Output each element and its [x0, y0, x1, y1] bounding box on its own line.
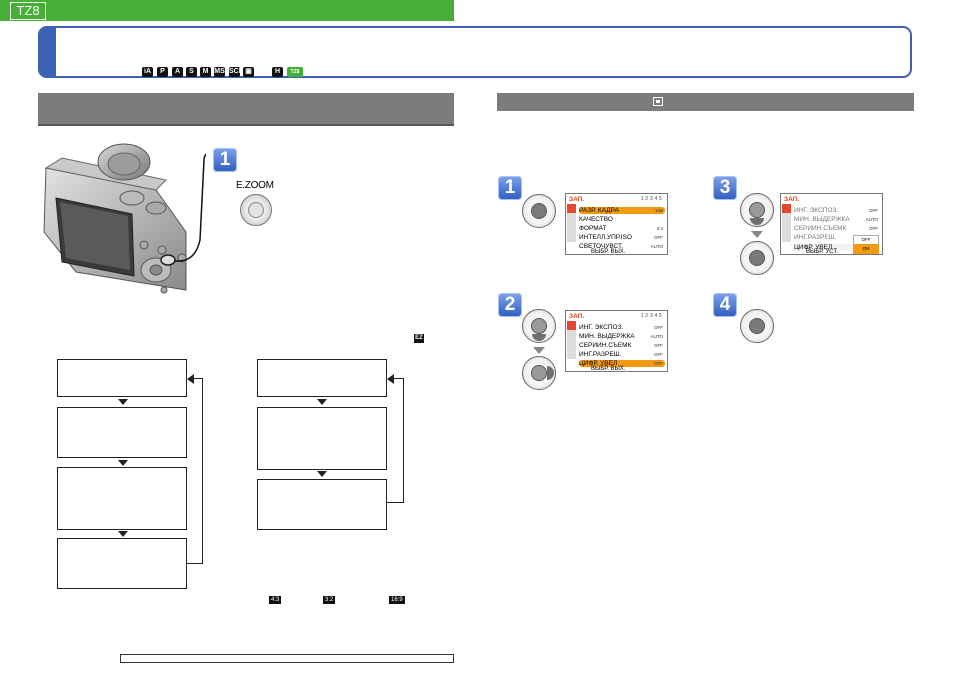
menu-title: ЗАП.: [569, 313, 585, 320]
control-pad-step4[interactable]: [740, 309, 774, 343]
mode-icon-clip: ▣: [243, 67, 254, 77]
ez-icon: EZ: [414, 334, 424, 343]
camera-tab-icon: [782, 204, 791, 213]
step-3-badge: 3: [713, 176, 737, 200]
aspect-16-9-icon: 16:9: [389, 596, 405, 604]
page-title-frame: [38, 26, 912, 78]
down-button-icon: [532, 334, 546, 341]
flow-box-6: [257, 407, 387, 470]
aspect-4-3-icon: 4:3: [269, 596, 282, 604]
menu-page-indicator: 1 2 3 4 5: [640, 313, 662, 319]
model-bar: TZ8: [0, 0, 454, 21]
menu-title: ЗАП.: [784, 196, 800, 203]
menu-sidebar: [567, 204, 576, 242]
zoom-frame-icon: [653, 97, 663, 106]
flow-box-3: [57, 467, 187, 530]
flow-box-7: [257, 479, 387, 530]
menu-row[interactable]: ИНГ.РАЗРЕШ.: [794, 234, 837, 241]
mode-icon-tz8: TZ8: [287, 67, 303, 77]
menu-page-indicator: 1 2 3 4 5: [640, 196, 662, 202]
mode-icon-scn: SCN: [229, 67, 244, 77]
menu-sidebar: [567, 321, 576, 359]
camera-illustration: [43, 143, 206, 294]
step-4-badge: 4: [713, 293, 737, 317]
control-pad-step2-top[interactable]: [522, 309, 556, 343]
flow-return-line-h3: [387, 502, 403, 503]
menu-row[interactable]: ИНГ. ЭКСПОЗ.OFF: [579, 324, 663, 331]
camera-tab-icon: [567, 321, 576, 330]
left-section-header: [38, 93, 454, 126]
note-bar: [120, 654, 454, 663]
step-2-badge: 2: [498, 293, 522, 317]
set-button-icon: [749, 318, 765, 334]
flow-return-line-h2: [194, 378, 203, 379]
step2-arrow-icon: [533, 347, 545, 354]
flow-return-arrow-1: [187, 374, 194, 384]
e-zoom-button[interactable]: [240, 194, 272, 226]
right-section-header: [497, 93, 914, 111]
mode-icon-h: H: [272, 67, 283, 77]
flow-arrow-5: [317, 471, 327, 477]
set-button-icon: [749, 250, 765, 266]
aspect-3-2-icon: 3:2: [323, 596, 336, 604]
mode-icon-ia: iA: [142, 67, 153, 77]
flow-box-2: [57, 407, 187, 458]
menu-screen-2: ЗАП. 1 2 3 4 5 ИНГ. ЭКСПОЗ.OFF МИН. ВЫДЕ…: [565, 310, 668, 372]
flow-return-line-h1: [187, 563, 202, 564]
flow-arrow-3: [118, 531, 128, 537]
menu-row[interactable]: КАЧЕСТВО: [579, 216, 613, 223]
camera-tab-icon: [567, 204, 576, 213]
step-1-badge-left: 1: [213, 148, 237, 172]
e-zoom-button-label: E.ZOOM: [236, 180, 274, 191]
control-pad-step3-bottom[interactable]: [740, 241, 774, 275]
menu-row[interactable]: ЦИФР. УВЕЛ: [794, 244, 852, 251]
mode-icon-ms: MS: [214, 67, 225, 77]
menu-title: ЗАП.: [569, 196, 585, 203]
flow-arrow-4: [317, 399, 327, 405]
mode-icon-a: A: [172, 67, 183, 77]
menu-row[interactable]: СВЕТОЧУВСТ.AUTO: [579, 243, 663, 250]
flow-box-1: [57, 359, 187, 397]
control-pad-step2-bottom[interactable]: [522, 356, 556, 390]
page-title-tab: [38, 26, 56, 78]
mode-icon-p: P: [157, 67, 168, 77]
mode-icon-m: M: [200, 67, 211, 77]
mode-icon-s: S: [186, 67, 197, 77]
flow-return-line-h4: [394, 378, 404, 379]
flow-return-line-v2: [403, 378, 404, 503]
down-button-icon: [750, 218, 764, 225]
flow-box-4: [57, 538, 187, 589]
menu-footer: ВЫБР. ВЫХ.: [591, 366, 626, 372]
right-button-icon: [547, 366, 554, 380]
set-button-icon: [531, 203, 547, 219]
flow-return-arrow-2: [387, 374, 394, 384]
step-1-badge: 1: [498, 176, 522, 200]
model-badge: TZ8: [10, 2, 46, 20]
flow-arrow-2: [118, 460, 128, 466]
option-on[interactable]: ON: [853, 244, 879, 254]
flow-return-line-v1: [202, 378, 203, 564]
flow-box-5: [257, 359, 387, 397]
menu-footer: ВЫБР. УСТ.: [806, 249, 839, 255]
menu-footer: ВЫБР. ВЫХ.: [591, 249, 626, 255]
flow-arrow-1: [118, 399, 128, 405]
step3-arrow-icon: [751, 231, 763, 238]
menu-row[interactable]: ИНГ.РАЗРЕШ.OFF: [579, 351, 663, 358]
control-pad-step3-top[interactable]: [740, 193, 774, 227]
control-pad-step1[interactable]: [522, 194, 556, 228]
menu-sidebar: [782, 204, 791, 242]
menu-row[interactable]: ИНГ. ЭКСПОЗ.OFF: [794, 207, 878, 214]
